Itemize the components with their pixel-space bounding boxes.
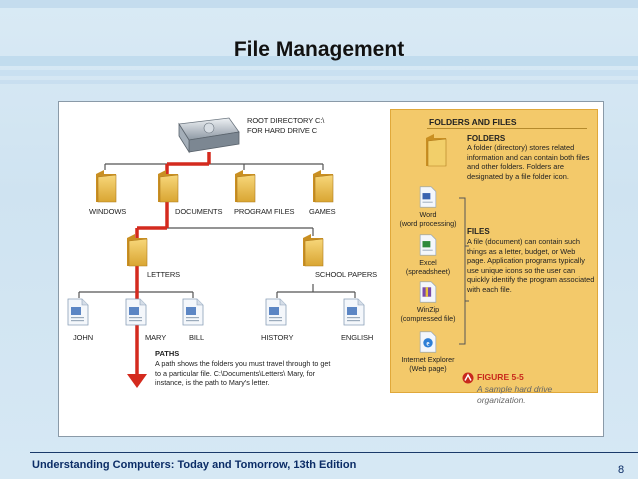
file-label: MARY	[145, 333, 167, 342]
figure-label: FIGURE 5-5	[477, 372, 524, 382]
folder-icon	[157, 169, 179, 203]
file-label: HISTORY	[261, 333, 294, 342]
file-label: ENGLISH	[341, 333, 374, 342]
folders-description: A folder (directory) stores related info…	[467, 143, 590, 181]
file-icon	[125, 298, 147, 326]
folder-label: SCHOOL PAPERS	[315, 270, 378, 279]
title-band	[0, 56, 638, 66]
internet-explorer-icon: e	[419, 331, 437, 353]
files-description: A file (document) can contain such thing…	[467, 237, 595, 294]
title-band	[0, 80, 638, 84]
folder-icon	[302, 233, 324, 267]
file-icon	[182, 298, 204, 326]
word-document-icon	[419, 186, 437, 208]
file-label: JOHN	[73, 333, 94, 342]
app-label-word: Word(word processing)	[399, 210, 457, 228]
files-bracket	[459, 197, 469, 345]
tree-diagram	[67, 117, 365, 388]
file-icon	[343, 298, 365, 326]
root-label: ROOT DIRECTORY C:\ FOR HARD DRIVE C	[247, 116, 325, 135]
footer-source: Understanding Computers: Today and Tomor…	[32, 459, 357, 471]
file-icon	[265, 298, 287, 326]
folder-label: DOCUMENTS	[175, 207, 223, 216]
figure-marker-icon	[462, 372, 474, 384]
svg-text:e: e	[426, 340, 429, 348]
page-number: 8	[618, 464, 625, 476]
folder-icon	[234, 169, 256, 203]
app-label-winzip: WinZip(compressed file)	[400, 305, 456, 323]
folder-icon	[426, 134, 447, 167]
app-label-excel: Excel(spreadsheet)	[405, 258, 451, 276]
figure-caption: A sample hard drive organization.	[477, 384, 553, 405]
folder-label: WINDOWS	[89, 207, 127, 216]
footer-divider	[30, 452, 638, 453]
app-label-internet-explorer: Internet Explorer(Web page)	[401, 355, 455, 373]
path-arrowhead	[127, 374, 147, 388]
folders-and-files-panel: FOLDERS AND FILES FOLDERS A folder (dire…	[390, 109, 598, 393]
slide-title: File Management	[233, 38, 405, 61]
folder-label: LETTERS	[147, 270, 181, 279]
excel-document-icon	[419, 234, 437, 256]
top-strip	[0, 0, 638, 8]
file-icon	[67, 298, 89, 326]
folder-icon	[312, 169, 334, 203]
folder-label: GAMES	[309, 207, 336, 216]
panel-divider	[427, 128, 587, 129]
panel-title: FOLDERS AND FILES	[429, 117, 517, 127]
file-tree-figure: ROOT DIRECTORY C:\ FOR HARD DRIVE C WIND…	[58, 101, 604, 437]
folders-heading: FOLDERS	[467, 134, 506, 143]
folder-icon	[126, 233, 148, 267]
title-band	[0, 70, 638, 76]
files-heading: FILES	[467, 227, 490, 236]
folder-icon	[95, 169, 117, 203]
folder-label: PROGRAM FILES	[234, 207, 295, 216]
paths-description: A path shows the folders you must travel…	[155, 359, 331, 387]
hard-drive-icon	[178, 117, 240, 154]
paths-heading: PATHS	[155, 349, 180, 358]
winzip-file-icon	[419, 281, 437, 303]
file-label: BILL	[189, 333, 205, 342]
